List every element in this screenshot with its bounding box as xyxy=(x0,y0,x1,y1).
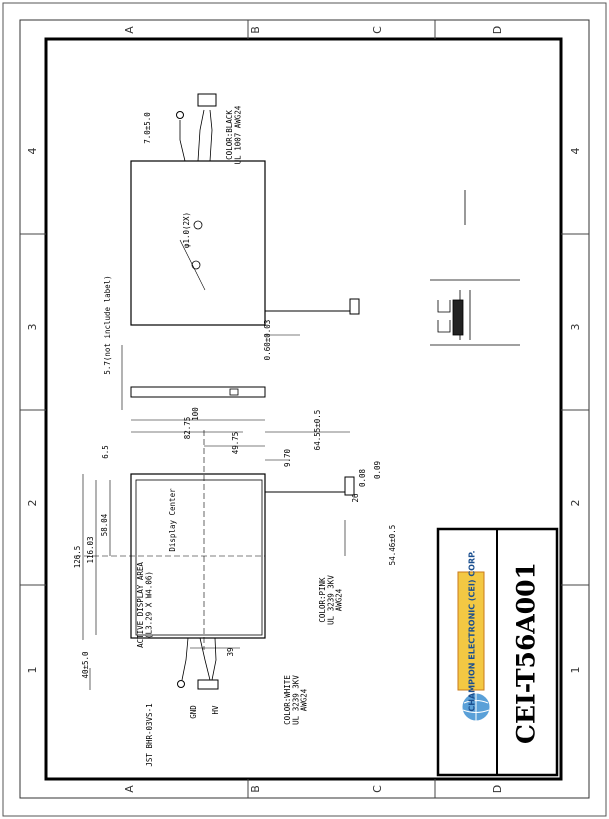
label-dim-008: 0.08 xyxy=(358,468,367,487)
connector-icon-top xyxy=(197,93,217,107)
rear-outline xyxy=(130,160,266,326)
lug-icon-bottom xyxy=(177,680,185,688)
grid-number-4-right: 4 xyxy=(569,148,582,155)
margin-frame xyxy=(19,19,590,799)
label-cable-white: COLOR:WHITEUL 3239 3KVAWG24 xyxy=(283,675,309,725)
label-display-center: Display Center xyxy=(168,488,177,552)
grid-letter-c-bottom: C xyxy=(371,785,384,793)
label-dim-40: 40±5.0 xyxy=(81,651,90,679)
side-view xyxy=(130,386,266,398)
label-dim-5804: 58.04 xyxy=(100,513,109,536)
title-block xyxy=(436,527,559,777)
label-dim-39: 39 xyxy=(226,647,235,656)
label-hole: φ1.0(2X) xyxy=(182,212,191,248)
company-name: CHAMPION ELECTRONIC (CEI) CORP. xyxy=(468,550,477,711)
active-area-rect xyxy=(135,479,263,636)
label-dim-1265: 126.5 xyxy=(73,546,82,569)
label-dim-26: 26 xyxy=(351,493,360,503)
label-gnd: GND xyxy=(189,705,198,719)
label-dim-4975: 49.75 xyxy=(231,432,240,455)
grid-ticks xyxy=(20,20,589,798)
label-dim-top: 7.0±5.0 xyxy=(143,112,152,144)
grid-number-3-right: 3 xyxy=(569,324,582,331)
label-dim-8275: 82.75 xyxy=(183,417,192,440)
label-fpc-dim: 0.60±0.03 xyxy=(263,320,272,361)
grid-letter-a-bottom: A xyxy=(123,785,136,793)
label-note: 5.7(not include label) xyxy=(103,275,112,374)
connector-icon xyxy=(197,679,219,690)
label-connector: JST BHR-03VS-1 xyxy=(145,703,154,766)
grid-letter-b-top: B xyxy=(249,26,262,34)
label-cable-pink: COLOR:PINKUL 3239 3KVAWG24 xyxy=(318,575,344,625)
label-dim-009: 0.09 xyxy=(373,461,382,479)
label-hv: HV xyxy=(211,705,220,715)
label-active-area: ACTIVE DISPLAY AREA(L3.29 X W4.06) xyxy=(136,562,153,648)
grid-number-1-left: 1 xyxy=(26,667,39,674)
label-dim-100: 100 xyxy=(191,407,200,421)
company-logo: CHAMPION ELECTRONIC (CEI) CORP. xyxy=(457,550,491,722)
grid-number-3-left: 3 xyxy=(26,324,39,331)
dimension-lines xyxy=(82,334,350,690)
grid-letter-d-bottom: D xyxy=(491,785,504,793)
detail-view xyxy=(430,190,520,346)
part-number-cell: CEI-T56A001 xyxy=(497,531,555,774)
grid-number-4-left: 4 xyxy=(26,148,39,155)
grid-letter-c-top: C xyxy=(371,26,384,34)
company-name-box xyxy=(457,571,485,691)
grid-number-2-right: 2 xyxy=(569,500,582,507)
label-dim-65: 6.5 xyxy=(101,445,110,459)
grid-number-2-left: 2 xyxy=(26,500,39,507)
lug-icon-top xyxy=(176,111,184,119)
grid-letter-a-top: A xyxy=(123,26,136,34)
front-view xyxy=(75,430,355,690)
label-dim-5446: 54.46±0.5 xyxy=(388,525,397,566)
mount-hole-icon-2 xyxy=(191,260,201,270)
main-frame xyxy=(44,37,563,781)
grid-letter-d-top: D xyxy=(491,26,504,34)
label-dim-970: 9.70 xyxy=(283,448,292,467)
rear-view xyxy=(130,93,360,326)
label-cable-top: COLOR:BLACKUL 1007 AWG24 xyxy=(225,105,242,164)
label-dim-11603: 116.03 xyxy=(86,536,95,563)
part-number: CEI-T56A001 xyxy=(511,561,541,744)
grid-number-1-right: 1 xyxy=(569,667,582,674)
grid-letter-b-bottom: B xyxy=(249,785,262,793)
label-dim-6455: 64.55±0.5 xyxy=(313,410,322,451)
mount-hole-icon-1 xyxy=(193,220,203,230)
